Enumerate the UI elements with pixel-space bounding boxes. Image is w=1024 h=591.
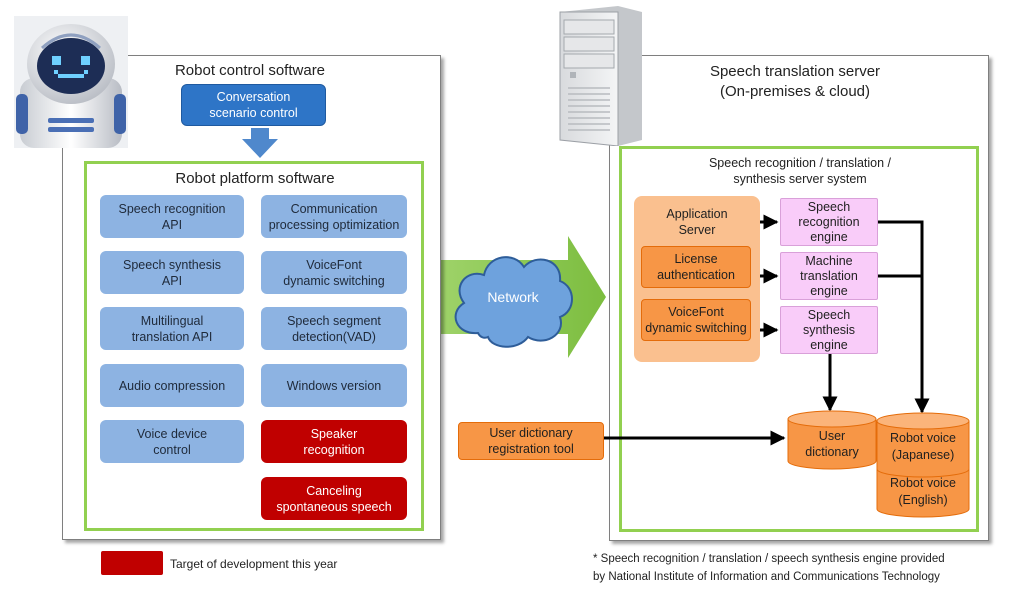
server-system-title: Speech recognition / translation / synth… <box>708 156 892 186</box>
server-system-frame <box>619 146 979 532</box>
module-speaker-recognition: Speaker recognition <box>261 420 407 463</box>
module-multilingual-translation-api: Multilingual translation API <box>100 307 244 350</box>
legend-label: Target of development this year <box>170 557 338 571</box>
robot-voice-english-label: Robot voice (English) <box>889 476 956 507</box>
footnote: * Speech recognition / translation / spe… <box>593 553 945 583</box>
speech-server-title: Speech translation server (On-premises &… <box>709 63 881 100</box>
conversation-scenario-box: Conversation scenario control <box>181 84 326 126</box>
legend-swatch <box>101 551 163 575</box>
module-windows-version: Windows version <box>261 364 407 407</box>
cloud-icon <box>454 256 573 348</box>
user-dictionary-label: User dictionary <box>805 429 859 459</box>
server-tower-icon <box>559 6 642 146</box>
robot-voice-japanese-label: Robot voice (Japanese) <box>889 431 956 462</box>
robot-control-title: Robot control software <box>174 62 326 79</box>
module-speech-segment-detection: Speech segment detection(VAD) <box>261 307 407 350</box>
module-canceling-spontaneous-speech: Canceling spontaneous speech <box>261 477 407 520</box>
down-arrow-icon <box>242 128 278 158</box>
user-dictionary-registration-tool: User dictionary registration tool <box>458 422 604 460</box>
user-dictionary-cylinder <box>787 410 877 470</box>
application-server-label: Application Server <box>666 207 728 237</box>
module-audio-compression: Audio compression <box>100 364 244 407</box>
speech-recognition-engine: Speech recognition engine <box>780 198 878 246</box>
license-authentication-box: License authentication <box>641 246 751 288</box>
machine-translation-engine: Machine translation engine <box>780 252 878 300</box>
network-label: Network <box>487 289 539 305</box>
robot-platform-frame <box>84 161 424 531</box>
speech-synthesis-engine: Speech synthesis engine <box>780 306 878 354</box>
robot-icon <box>14 16 128 148</box>
voicefont-switching-box: VoiceFont dynamic switching <box>641 299 751 341</box>
module-communication-optimization: Communication processing optimization <box>261 195 407 238</box>
module-speech-recognition-api: Speech recognition API <box>100 195 244 238</box>
robot-voice-cylinders <box>876 412 970 518</box>
module-speech-synthesis-api: Speech synthesis API <box>100 251 244 294</box>
module-voice-device-control: Voice device control <box>100 420 244 463</box>
robot-platform-title: Robot platform software <box>175 170 335 187</box>
module-voicefont-switching: VoiceFont dynamic switching <box>261 251 407 294</box>
